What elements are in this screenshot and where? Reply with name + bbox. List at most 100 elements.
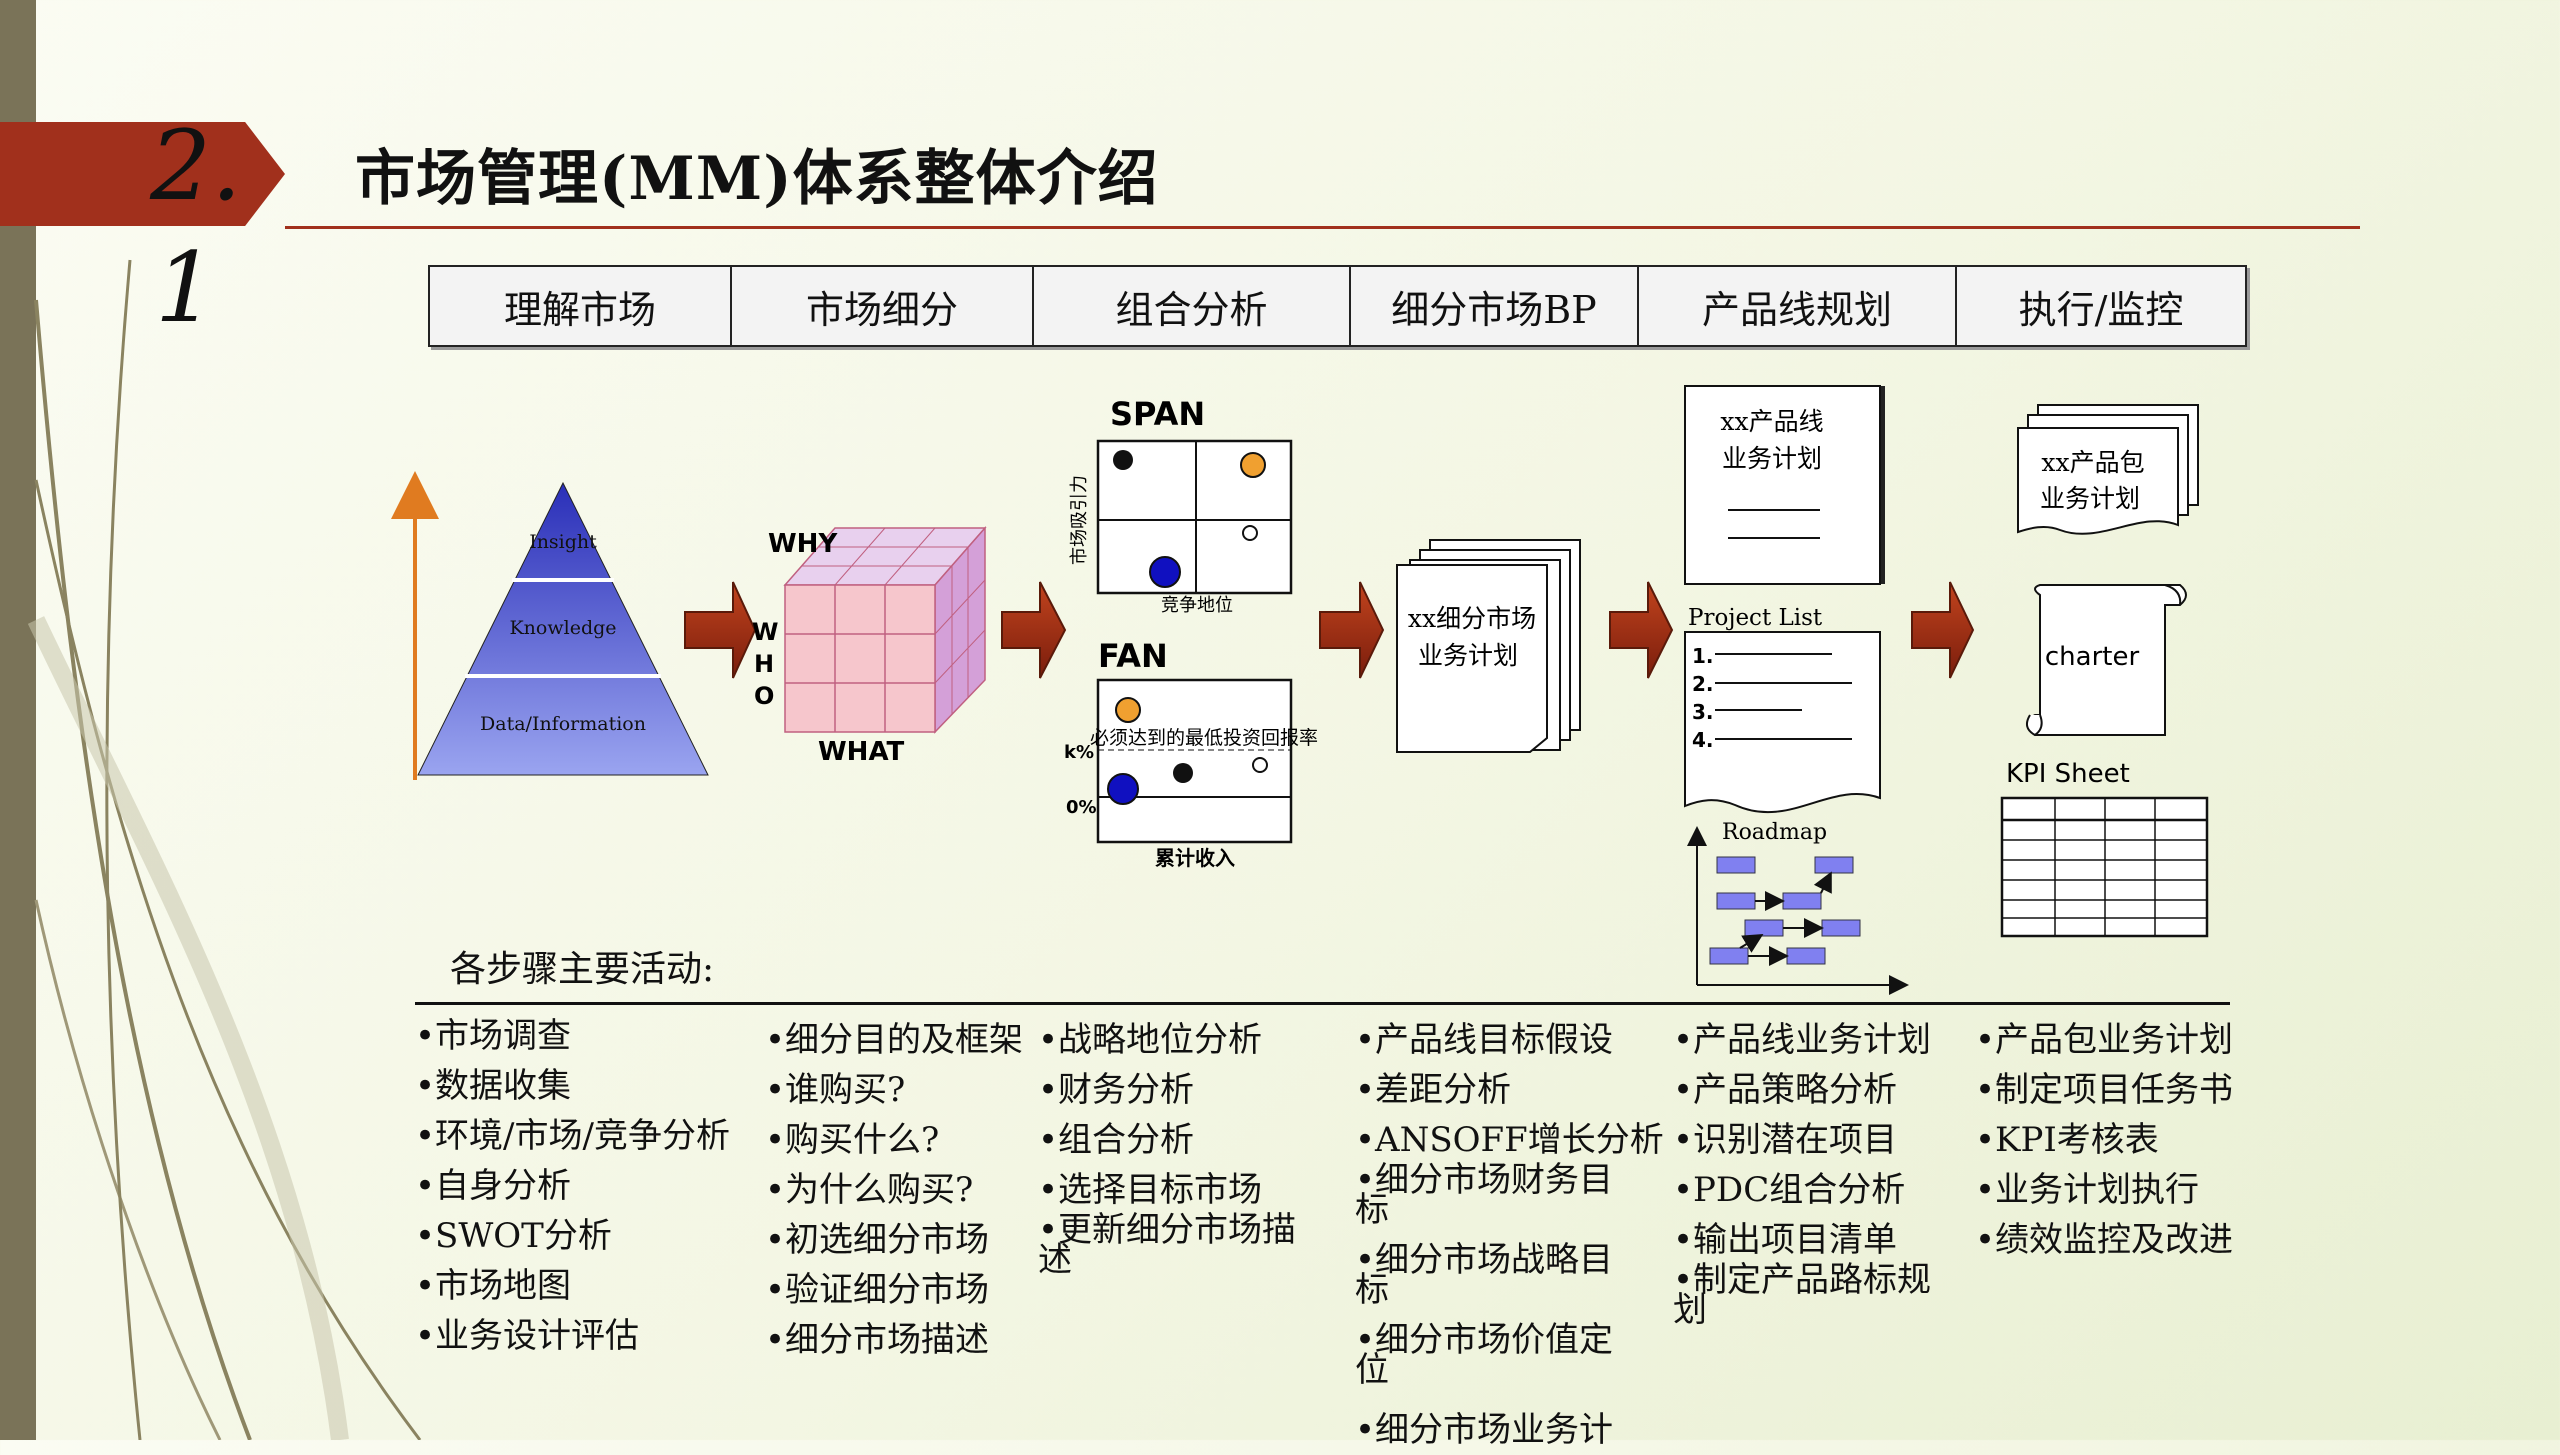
activities-column-3: •战略地位分析 •财务分析 •组合分析 •选择目标市场 •更新细分市场描述 (1038, 1015, 1318, 1295)
activities-title: 各步骤主要活动: (450, 949, 715, 990)
roadmap-title: Roadmap (1722, 820, 1827, 845)
activities-column-4: •产品线目标假设 •差距分析 •ANSOFF增长分析 •细分市场财务目标 •细分… (1355, 1015, 1664, 1455)
activity-item: •更新细分市场描述 (1038, 1210, 1297, 1280)
activity-item: •市场调查 (415, 1016, 572, 1056)
activity-item: •购买什么? (765, 1120, 940, 1160)
cube-who-h: H (754, 650, 774, 678)
activity-item: •ANSOFF增长分析 (1355, 1120, 1664, 1160)
activities-divider (415, 1002, 2230, 1005)
fan-x-label: 累计收入 (1155, 846, 1235, 870)
activities-column-6: •产品包业务计划 •制定项目任务书 •KPI考核表 •业务计划执行 •绩效监控及… (1975, 1015, 2255, 1265)
activity-item: •产品线目标假设 (1355, 1020, 1614, 1060)
segmentation-cube: WHY W H O WHAT (752, 526, 987, 767)
activity-item: •业务设计评估 (415, 1316, 640, 1356)
activity-item: •细分市场价值定位 (1355, 1320, 1614, 1390)
project-item-3: 3. (1692, 700, 1714, 724)
activity-item: •初选细分市场 (765, 1220, 990, 1260)
activity-item: •谁购买? (765, 1070, 906, 1110)
activity-item: •产品策略分析 (1673, 1070, 1898, 1110)
stage-arrow-1 (684, 581, 757, 679)
charter-label: charter (2045, 642, 2140, 672)
insight-pyramid: Insight Knowledge Data/Information (391, 471, 709, 780)
kpi-sheet: KPI Sheet (2000, 759, 2209, 938)
stage-segmentation: 市场细分 (732, 267, 1034, 345)
charter-scroll: charter (2025, 584, 2187, 737)
cube-what-label: WHAT (818, 737, 905, 767)
pyramid-level-insight: Insight (529, 531, 597, 553)
product-line-bp-line1: xx产品线 (1720, 407, 1823, 436)
pyramid-level-knowledge: Knowledge (509, 617, 616, 639)
stage-execute-monitor: 执行/监控 (2018, 287, 2184, 332)
activity-item: •细分目的及框架 (765, 1020, 1024, 1060)
project-item-4: 4. (1692, 728, 1714, 752)
fan-chart: FAN 必须达到的最低投资回报率 k% 0% 累计收入 (1064, 637, 1318, 870)
activity-item: •为什么购买? (765, 1170, 974, 1210)
segment-bp-line1: xx细分市场 (1408, 604, 1536, 633)
activity-item: •绩效监控及改进 (1975, 1220, 2234, 1260)
span-y-label: 市场吸引力 (1069, 475, 1090, 565)
activity-item: •输出项目清单 (1673, 1220, 1898, 1260)
fan-hurdle-label: 必须达到的最低投资回报率 (1090, 727, 1318, 749)
activity-item: •市场地图 (415, 1266, 572, 1306)
activity-item: •细分市场战略目标 (1355, 1240, 1614, 1310)
roadmap-chart: Roadmap (1687, 820, 1909, 995)
activity-item: •制定项目任务书 (1975, 1070, 2234, 1110)
activity-item: •细分市场描述 (765, 1320, 990, 1360)
cube-who-w: W (752, 618, 778, 646)
project-list-title: Project List (1688, 605, 1823, 631)
stage-arrow-2 (1001, 581, 1067, 679)
activity-item: •制定产品路标规划 (1673, 1260, 1932, 1330)
package-bp-line2: 业务计划 (2040, 484, 2140, 513)
product-line-bp-line2: 业务计划 (1722, 444, 1822, 473)
activity-item: •业务计划执行 (1975, 1170, 2200, 1210)
stage-portfolio-analysis: 组合分析 (1034, 267, 1351, 345)
activities-column-1: •市场调查 •数据收集 •环境/市场/竞争分析 •自身分析 •SWOT分析 •市… (415, 1011, 755, 1361)
product-line-bp-doc: xx产品线 业务计划 (1684, 385, 1885, 585)
activities-column-2: •细分目的及框架 •谁购买? •购买什么? •为什么购买? •初选细分市场 •验… (765, 1015, 1035, 1365)
stage-understand-market: 理解市场 (430, 267, 732, 345)
activity-item: •验证细分市场 (765, 1270, 990, 1310)
span-title: SPAN (1110, 395, 1205, 433)
activity-item: •产品线业务计划 (1673, 1020, 1932, 1060)
stage-bar: 理解市场 市场细分 组合分析 细分市场BP 产品线规划 执行/监控 (428, 265, 2247, 347)
span-x-label: 竞争地位 (1161, 595, 1233, 616)
project-item-2: 2. (1692, 672, 1714, 696)
project-list-doc: Project List 1. 2. 3. 4. (1684, 605, 1881, 814)
activity-item: •KPI考核表 (1975, 1120, 2159, 1160)
section-number: 2. (150, 110, 242, 222)
span-matrix: SPAN 市场吸引力 竞争地位 (1069, 395, 1293, 616)
cube-who-o: O (754, 682, 774, 710)
stage-product-line-plan: 产品线规划 (1639, 267, 1957, 345)
segment-bp-line2: 业务计划 (1418, 641, 1518, 670)
stage-segment-bp: 细分市场BP (1351, 267, 1639, 345)
stage-arrow-3 (1319, 581, 1385, 679)
activity-item: •SWOT分析 (415, 1216, 612, 1256)
activity-item: •环境/市场/竞争分析 (415, 1116, 730, 1156)
fan-zero-label: 0% (1066, 797, 1097, 818)
cube-why-label: WHY (768, 529, 838, 559)
left-sidebar-bar (0, 0, 36, 1440)
package-bp-docs: xx产品包 业务计划 (2017, 404, 2199, 535)
pyramid-level-data: Data/Information (480, 713, 646, 735)
stage-arrow-5 (1911, 581, 1975, 679)
activity-item: •组合分析 (1038, 1120, 1195, 1160)
activities-column-5: •产品线业务计划 •产品策略分析 •识别潜在项目 •PDC组合分析 •输出项目清… (1673, 1015, 1943, 1345)
activity-item: •数据收集 (415, 1066, 572, 1106)
activity-item: •产品包业务计划 (1975, 1020, 2234, 1060)
activity-item: •选择目标市场 (1038, 1170, 1263, 1210)
fan-k-label: k% (1064, 742, 1094, 763)
activity-item: •财务分析 (1038, 1070, 1195, 1110)
fan-title: FAN (1098, 637, 1168, 675)
activity-item: •细分市场财务目标 (1355, 1160, 1614, 1230)
activity-item: •自身分析 (415, 1166, 572, 1206)
package-bp-line1: xx产品包 (2041, 448, 2144, 477)
activity-item: •识别潜在项目 (1673, 1120, 1898, 1160)
activity-item: •差距分析 (1355, 1070, 1512, 1110)
kpi-sheet-title: KPI Sheet (2006, 759, 2130, 789)
section-number-sub: 1 (155, 232, 217, 344)
activity-item: •PDC组合分析 (1673, 1170, 1906, 1210)
segment-bp-docs: xx细分市场 业务计划 (1396, 539, 1581, 753)
page-title: 市场管理(MM)体系整体介绍 (355, 144, 1159, 214)
